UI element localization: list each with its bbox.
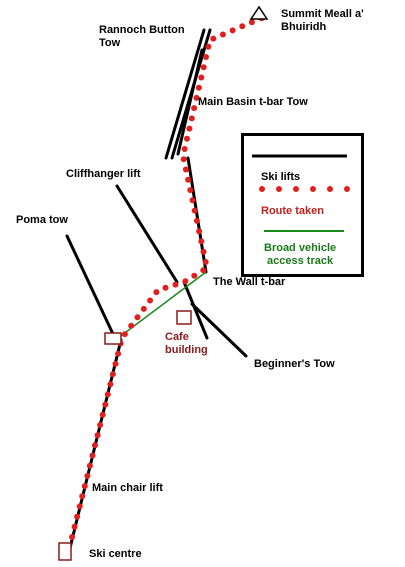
- route-dot: [248, 19, 255, 26]
- route-dot: [121, 331, 128, 338]
- route-dot: [189, 197, 196, 204]
- route-dot: [97, 422, 104, 428]
- route-dot: [102, 401, 109, 408]
- route-dot: [210, 35, 217, 42]
- route-dot: [200, 267, 207, 274]
- route-dot: [200, 248, 207, 255]
- route-dot: [99, 411, 106, 418]
- route-dot: [71, 523, 78, 530]
- route-taken: [69, 15, 265, 540]
- route-dot: [229, 27, 236, 34]
- route-dot: [92, 442, 98, 449]
- route-dot: [74, 513, 81, 520]
- route-dot: [109, 371, 116, 378]
- beginners-tow-line: [190, 302, 248, 358]
- route-dot: [69, 534, 75, 540]
- route-dot: [115, 350, 122, 357]
- route-dot: [134, 314, 141, 321]
- route-dot: [191, 272, 198, 279]
- route-dot: [185, 176, 192, 183]
- route-dot: [196, 228, 203, 235]
- route-dot: [195, 84, 202, 91]
- main-basin-tbar-line: [186, 156, 208, 274]
- ski-centre-label: Ski centre: [89, 548, 142, 560]
- route-dot: [200, 64, 207, 71]
- route-dot: [84, 472, 91, 479]
- route-dot: [202, 259, 209, 265]
- route-dot: [184, 135, 190, 142]
- legend-route-swatch: [259, 186, 350, 192]
- route-dot: [198, 74, 205, 81]
- map-legend: Ski lifts Route taken Broad vehicle acce…: [241, 133, 364, 277]
- cafe-building-label: Cafe building: [165, 331, 208, 356]
- beginners-tow-label: Beginner's Tow: [254, 358, 335, 370]
- route-dot: [104, 391, 111, 398]
- route-dot: [79, 493, 86, 500]
- legend-ski-lifts-label: Ski lifts: [261, 171, 301, 183]
- route-dot: [193, 94, 200, 101]
- rannoch-tow-label: Rannoch Button Tow: [99, 24, 185, 49]
- route-dot: [191, 207, 198, 214]
- summit-triangle-icon: [249, 5, 269, 20]
- main-basin-tbar-label: Main Basin t-bar Tow: [198, 96, 308, 108]
- legend-track-label: Broad vehicle access track: [264, 242, 337, 267]
- route-dot: [181, 146, 188, 152]
- route-dot: [182, 166, 189, 173]
- poma-base-building-icon: [104, 332, 122, 345]
- cliffhanger-lift-label: Cliffhanger lift: [66, 168, 141, 180]
- route-dot: [107, 381, 114, 388]
- poma-tow-label: Poma tow: [16, 214, 68, 226]
- route-dot: [219, 31, 226, 38]
- route-dot: [187, 187, 194, 194]
- route-dot: [182, 278, 189, 285]
- cafe-building-icon: [176, 310, 192, 325]
- poma-tow-line: [65, 234, 115, 336]
- summit-label: Summit Meall a' Bhuiridh: [281, 8, 364, 33]
- legend-track-swatch: [264, 230, 344, 232]
- route-dot: [94, 432, 101, 439]
- rannoch-tow-line-1: [164, 28, 206, 160]
- legend-route-label: Route taken: [261, 205, 324, 217]
- route-dot: [140, 305, 147, 312]
- route-dot: [89, 452, 96, 459]
- route-dot: [76, 503, 83, 510]
- route-dot: [188, 115, 195, 122]
- legend-ski-lift-swatch: [252, 154, 347, 158]
- route-dot: [203, 54, 209, 60]
- route-dot: [198, 238, 205, 245]
- route-dot: [147, 297, 154, 304]
- route-dot: [193, 217, 200, 224]
- route-dot: [153, 289, 160, 296]
- wall-tbar-line: [182, 280, 209, 340]
- route-dot: [81, 483, 88, 490]
- main-chair-lift-label: Main chair lift: [92, 482, 163, 494]
- route-dot: [191, 105, 198, 112]
- wall-tbar-label: The Wall t-bar: [213, 276, 286, 288]
- ski-centre-building-icon: [58, 542, 72, 561]
- route-dot: [112, 360, 119, 367]
- route-dot: [239, 23, 246, 30]
- route-dot: [205, 43, 212, 50]
- route-dot: [128, 322, 135, 329]
- route-dot: [86, 462, 93, 469]
- route-dot: [172, 281, 179, 288]
- route-dot: [162, 284, 169, 291]
- route-dot: [186, 125, 193, 132]
- cliffhanger-lift-line: [115, 184, 179, 284]
- route-dot: [180, 156, 187, 163]
- rannoch-tow-line-3: [176, 48, 204, 156]
